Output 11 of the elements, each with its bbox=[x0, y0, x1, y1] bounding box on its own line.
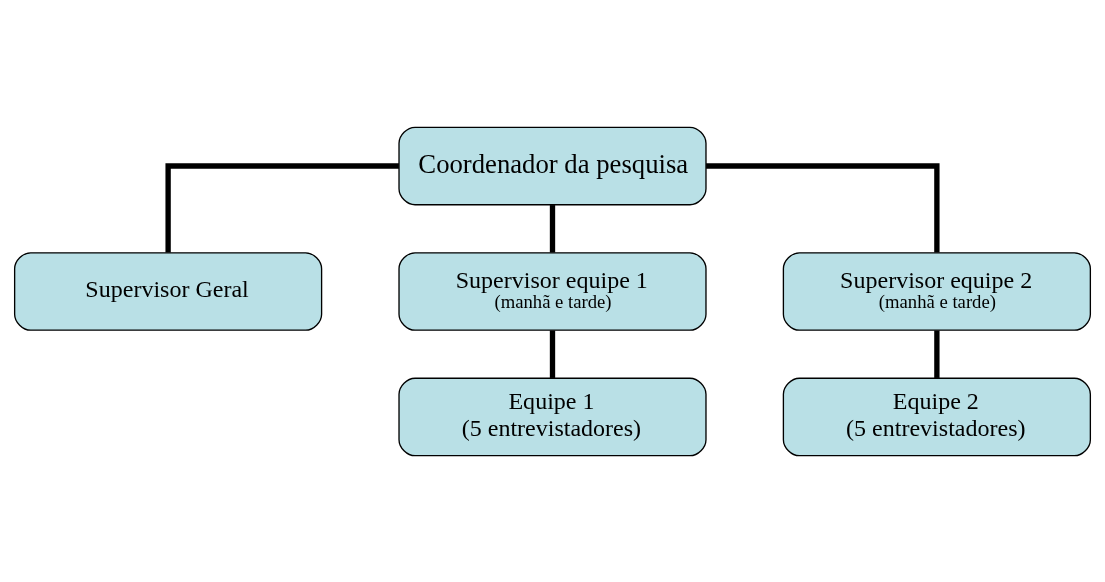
node-box: Supervisor Geral bbox=[13, 251, 323, 331]
node-box: Equipe 2 (5 entrevistadores) bbox=[782, 377, 1092, 456]
node-box: Equipe 1 (5 entrevistadores) bbox=[398, 377, 707, 456]
connector bbox=[549, 204, 556, 252]
connector bbox=[934, 330, 940, 378]
connector bbox=[165, 162, 399, 252]
node-box: Supervisor equipe 1 (manhã e tarde) bbox=[398, 251, 707, 331]
connector bbox=[706, 162, 940, 252]
node-box: Supervisor equipe 2 (manhã e tarde) bbox=[782, 251, 1092, 331]
connector bbox=[549, 330, 556, 378]
node-box: Coordenador da pesquisa bbox=[398, 126, 707, 205]
